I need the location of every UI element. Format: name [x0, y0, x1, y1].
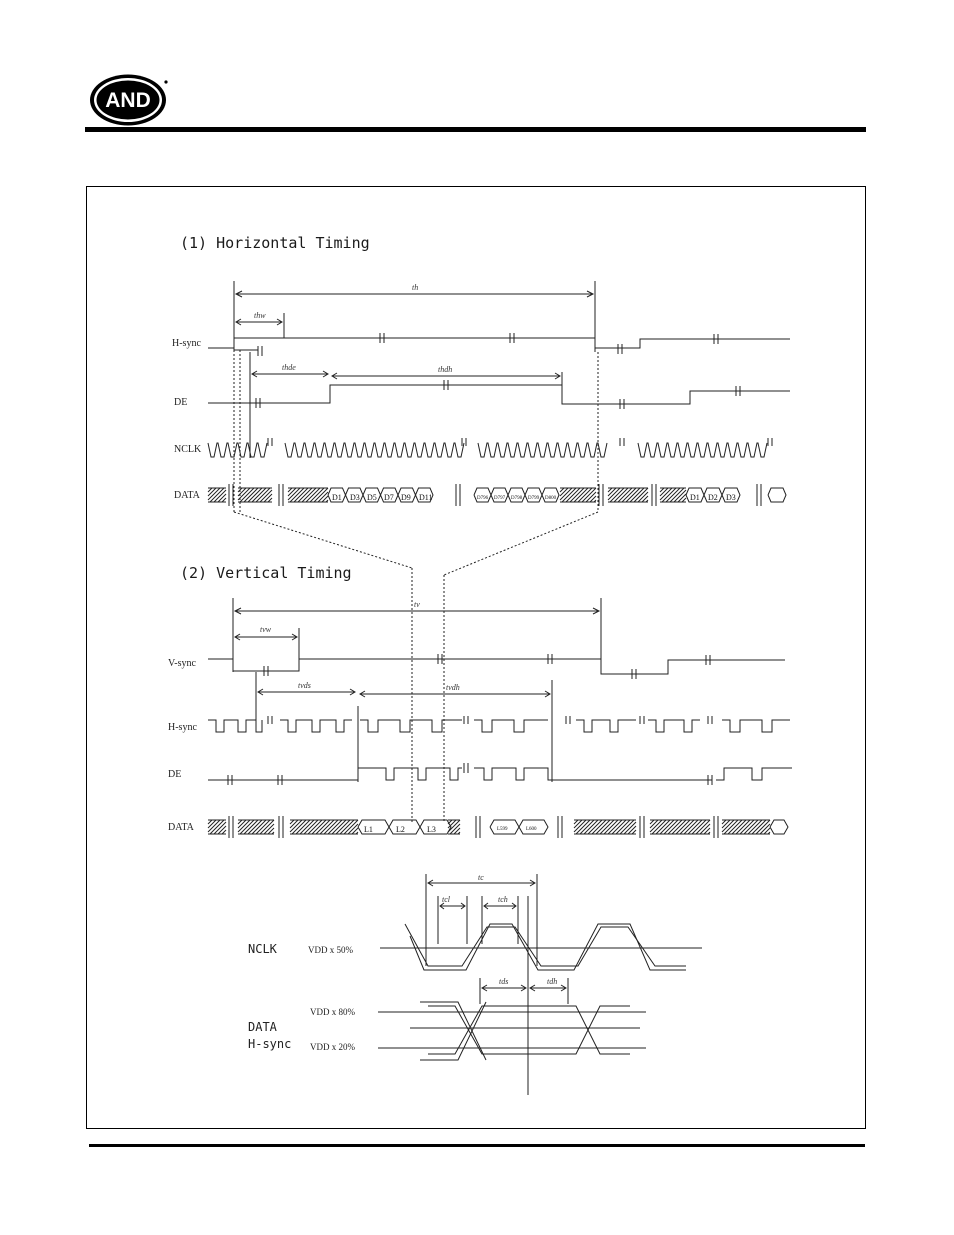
logo-text: AND — [105, 89, 151, 112]
footer-rule — [89, 1144, 865, 1147]
h-data-label: DATA — [174, 490, 201, 501]
tvds-label: tvds — [298, 681, 311, 690]
header-rule — [85, 127, 866, 132]
tdh-dimension: tdh — [529, 977, 569, 1004]
detail-nclk-label: NCLK — [248, 942, 278, 956]
v-data-cell-599: L599 — [497, 827, 508, 832]
detail-data-wave — [378, 896, 646, 1095]
vertical-timing-title: (2) Vertical Timing — [180, 564, 352, 582]
tvds-dimension: tvds — [255, 672, 356, 720]
tcl-label: tcl — [442, 895, 451, 904]
tcl-dimension: tcl — [437, 895, 468, 944]
h-data-cell-800: D800 — [545, 496, 557, 501]
v-de-label: DE — [168, 769, 181, 780]
h-data-wave — [207, 484, 787, 506]
v-data-cell-1: L1 — [364, 825, 373, 834]
v-vsync-wave — [208, 654, 785, 679]
h-data-cell-9: D9 — [401, 493, 411, 502]
thdh-dimension: thdh — [331, 365, 563, 402]
figure-frame — [86, 186, 866, 1129]
h-nclk-wave — [207, 438, 773, 458]
tds-dimension: tds — [479, 977, 527, 1004]
v-vsync-label: V-sync — [168, 658, 197, 669]
h-de-label: DE — [174, 397, 187, 408]
tc-label: tc — [478, 873, 484, 882]
h-hsync-label: H-sync — [172, 338, 201, 349]
v-de-wave — [208, 763, 792, 785]
thde-dimension: thde — [249, 352, 329, 440]
thw-dimension: thw — [235, 311, 285, 338]
v-data-cell-3: L3 — [427, 825, 436, 834]
h-data-cell-796: D796 — [477, 496, 489, 501]
h-data-cell-7: D7 — [384, 493, 394, 502]
horizontal-timing-title: (1) Horizontal Timing — [180, 234, 370, 252]
h-hsync-wave — [208, 333, 790, 356]
tch-label: tch — [498, 895, 508, 904]
tv-label: tv — [414, 600, 420, 609]
h-data-next-2: D2 — [708, 493, 718, 502]
tds-label: tds — [499, 977, 508, 986]
h-data-cell-799: D799 — [528, 496, 540, 501]
v-hsync-label: H-sync — [168, 722, 197, 733]
thde-label: thde — [282, 363, 296, 372]
and-logo: AND — [90, 74, 168, 126]
tdh-label: tdh — [547, 977, 557, 986]
v-data-label: DATA — [168, 822, 195, 833]
h-data-cell-5: D5 — [367, 493, 377, 502]
h-de-wave — [208, 380, 790, 409]
tvw-dimension: tvw — [234, 625, 300, 660]
detail-hsync-label: H-sync — [248, 1037, 291, 1051]
v-data-cell-600: L600 — [526, 827, 537, 832]
zoom-projection-lines — [233, 350, 599, 822]
h-data-next-3: D3 — [726, 493, 736, 502]
v-data-cell-2: L2 — [396, 825, 405, 834]
h-data-cell-798: D798 — [511, 496, 523, 501]
thdh-label: thdh — [438, 365, 452, 374]
detail-nclk-wave — [380, 923, 702, 971]
tc-dimension: tc — [425, 873, 538, 966]
detail-data-label: DATA — [248, 1020, 278, 1034]
tvdh-label: tvdh — [446, 683, 460, 692]
tvdh-dimension: tvdh — [359, 680, 553, 782]
th-label: th — [412, 283, 418, 292]
h-data-cell-11: D11 — [419, 493, 432, 502]
level-50-label: VDD x 50% — [308, 945, 353, 955]
h-data-cell-3: D3 — [350, 493, 360, 502]
v-data-wave — [207, 816, 789, 838]
h-nclk-label: NCLK — [174, 444, 202, 455]
h-data-cell-797: D797 — [494, 496, 506, 501]
thw-label: thw — [254, 311, 266, 320]
tvw-label: tvw — [260, 625, 272, 634]
h-data-next-1: D1 — [690, 493, 700, 502]
tv-dimension: tv — [232, 598, 602, 672]
h-data-cell-1: D1 — [332, 493, 342, 502]
v-hsync-wave — [208, 706, 790, 782]
level-20-label: VDD x 20% — [310, 1042, 355, 1052]
th-dimension: th — [233, 281, 596, 352]
tch-dimension: tch — [481, 895, 519, 944]
level-80-label: VDD x 80% — [310, 1007, 355, 1017]
